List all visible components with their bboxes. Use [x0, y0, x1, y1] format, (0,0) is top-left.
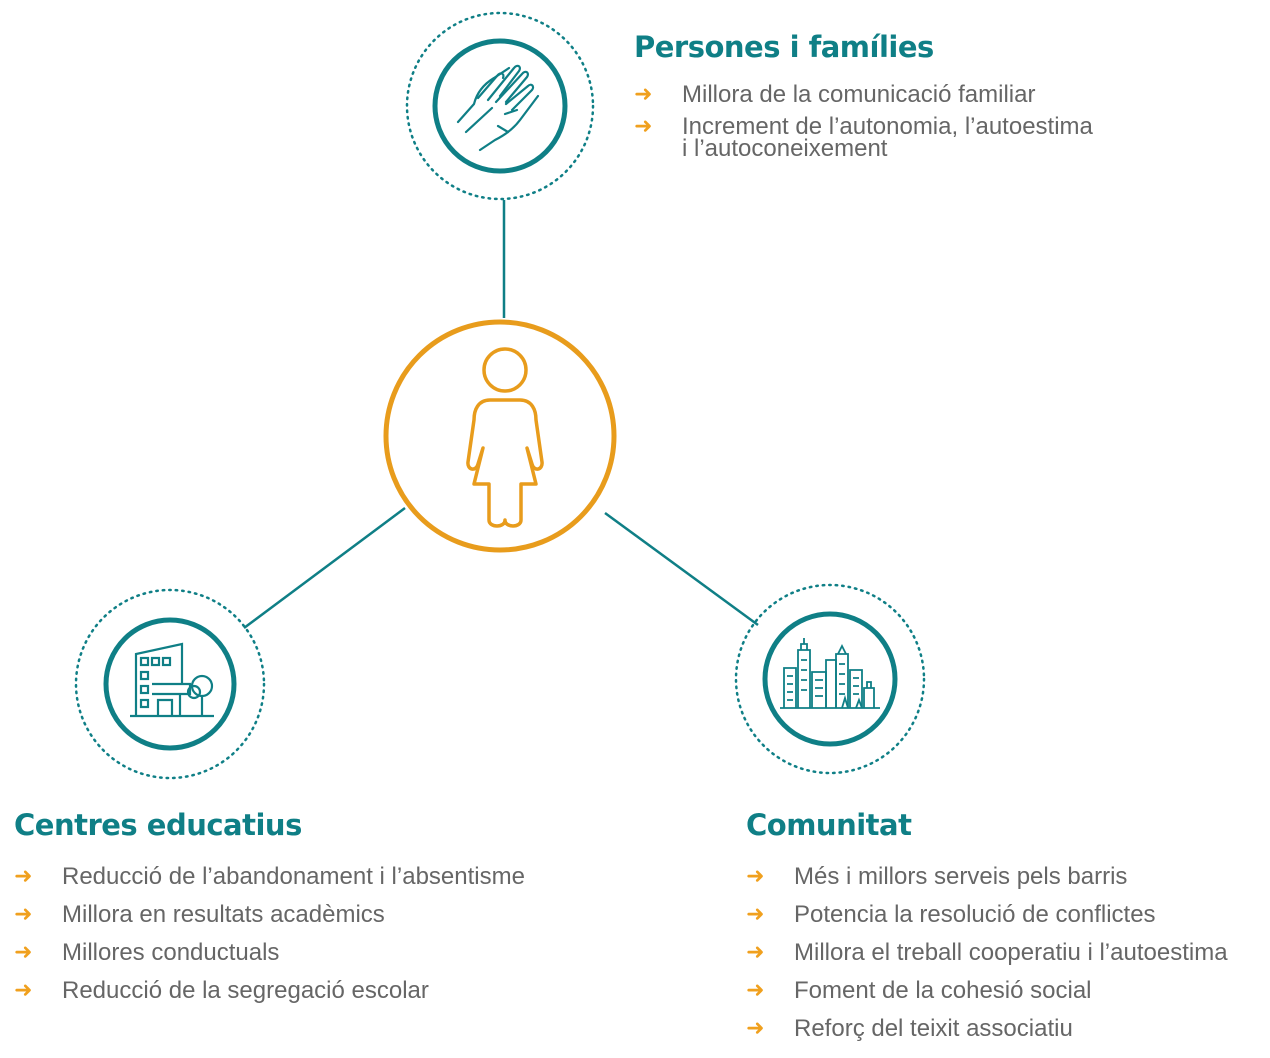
arrow-icon: ➜ [746, 940, 765, 965]
arrow-icon: ➜ [634, 114, 653, 139]
item-text: Millores conductuals [62, 939, 280, 966]
arrow-icon: ➜ [746, 902, 765, 927]
item-text: Millora de la comunicació familiar [682, 81, 1036, 108]
list-item: ➜ Foment de la cohesió social [746, 976, 1270, 1006]
list-centres: ➜ Reducció de l’abandonament i l’absentis… [14, 862, 654, 1006]
node-centres [74, 588, 266, 780]
list-persones: ➜ Millora de la comunicació familiar ➜ Inc… [634, 81, 1194, 162]
item-text: Reducció de l’abandonament i l’absentism… [62, 863, 525, 890]
city-buildings-icon [780, 638, 880, 709]
node-center [383, 319, 617, 553]
connector-left [243, 506, 406, 630]
item-text: Millora en resultats acadèmics [62, 901, 385, 928]
node-comunitat [734, 583, 926, 775]
hands-icon [456, 64, 540, 152]
arrow-icon: ➜ [746, 864, 765, 889]
list-item: ➜ Millores conductuals [14, 938, 654, 968]
school-building-icon [130, 642, 214, 718]
arrow-icon: ➜ [746, 978, 765, 1003]
item-text: Foment de la cohesió social [794, 977, 1092, 1004]
block-persones: Persones i famílies ➜ Millora de la comun… [634, 30, 1194, 170]
arrow-icon: ➜ [746, 1016, 765, 1041]
item-text: Reforç del teixit associatiu [794, 1015, 1073, 1042]
arrow-icon: ➜ [14, 940, 33, 965]
list-item: ➜ Més i millors serveis pels barris [746, 862, 1270, 892]
woman-figure-icon [466, 347, 544, 528]
arrow-icon: ➜ [634, 82, 653, 107]
item-text: Millora el treball cooperatiu i l’autoes… [794, 939, 1228, 966]
item-text: Potencia la resolució de conflictes [794, 901, 1156, 928]
connector-right [604, 511, 759, 627]
arrow-icon: ➜ [14, 864, 33, 889]
block-centres: Centres educatius ➜ Reducció de l’abandon… [14, 808, 654, 1014]
list-item: ➜ Potencia la resolució de conflictes [746, 900, 1270, 930]
title-centres: Centres educatius [14, 808, 302, 842]
node-persones [405, 11, 595, 201]
title-comunitat: Comunitat [746, 808, 912, 842]
item-text: Reducció de la segregació escolar [62, 977, 429, 1004]
arrow-icon: ➜ [14, 978, 33, 1003]
list-item: ➜ Reforç del teixit associatiu [746, 1014, 1270, 1044]
list-comunitat: ➜ Més i millors serveis pels barris ➜ Pote… [746, 862, 1270, 1044]
list-item: ➜ Millora en resultats acadèmics [14, 900, 654, 930]
block-comunitat: Comunitat ➜ Més i millors serveis pels ba… [746, 808, 1270, 1052]
title-persones: Persones i famílies [634, 30, 934, 64]
item-text: Increment de l’autonomia, l’autoestima i… [682, 113, 1093, 162]
list-item: ➜ Millora el treball cooperatiu i l’autoe… [746, 938, 1270, 968]
item-text: Més i millors serveis pels barris [794, 863, 1128, 890]
list-item: ➜ Reducció de la segregació escolar [14, 976, 654, 1006]
list-item: ➜ Reducció de l’abandonament i l’absentis… [14, 862, 654, 892]
list-item: ➜ Increment de l’autonomia, l’autoestima … [634, 113, 1194, 162]
arrow-icon: ➜ [14, 902, 33, 927]
list-item: ➜ Millora de la comunicació familiar [634, 81, 1194, 108]
